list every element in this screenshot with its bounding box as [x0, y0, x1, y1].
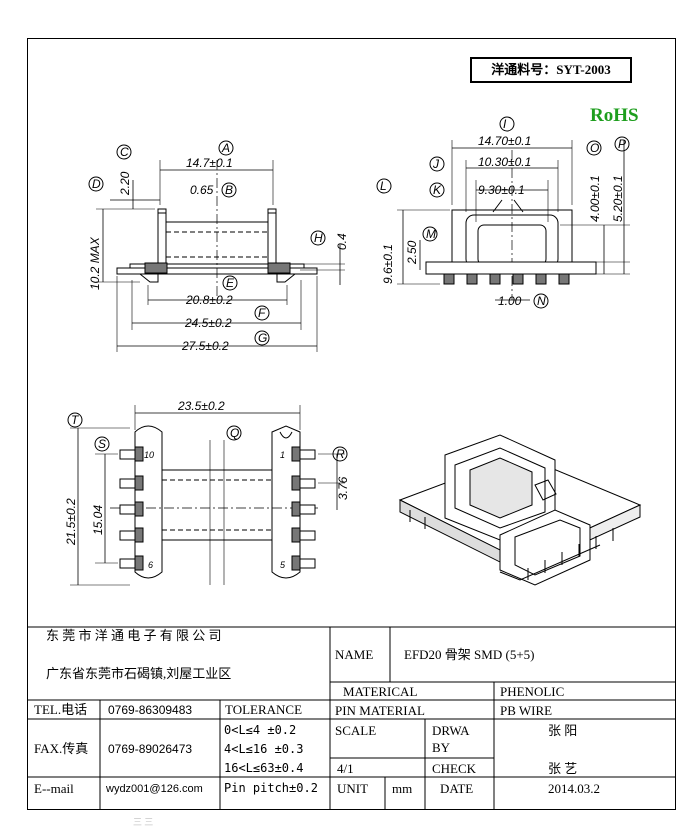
side-view	[376, 116, 630, 309]
tag-k: K	[433, 183, 442, 197]
tag-c: C	[120, 145, 129, 159]
unit-label: UNIT	[337, 781, 369, 796]
dim-s: 15.04	[91, 505, 105, 535]
dim-h: 0.4	[335, 233, 349, 250]
dim-d: 10.2 MAX	[88, 236, 102, 290]
tag-t: T	[71, 413, 80, 427]
tag-e: E	[226, 276, 235, 290]
dim-b: 0.65	[190, 183, 214, 197]
pin-label-10: 10	[144, 450, 154, 460]
dim-i: 14.70±0.1	[478, 134, 531, 148]
drawn-by-value: 张 阳	[548, 723, 578, 738]
pin-material-value: PB WIRE	[500, 703, 553, 718]
isometric-view	[398, 434, 642, 586]
fax-value: 0769-89026473	[108, 742, 193, 756]
dim-l: 9.6±0.1	[381, 244, 395, 284]
tel-label: TEL.电话	[34, 702, 88, 717]
pin-label-6: 6	[148, 560, 153, 570]
tag-j: J	[432, 157, 440, 171]
scale-value: 4/1	[337, 761, 354, 776]
tag-b: B	[225, 183, 233, 197]
dim-g2: 27.5±0.2	[181, 339, 229, 353]
tolerance-pin-pitch: Pin pitch±0.2	[224, 781, 318, 795]
tolerance-label: TOLERANCE	[225, 702, 303, 717]
dim-q: 23.5±0.2	[177, 399, 225, 413]
company-name: 东 莞 市 洋 通 电 子 有 限 公 司	[46, 628, 222, 643]
drawn-by-label-2: BY	[432, 740, 451, 755]
fax-label: FAX.传真	[34, 741, 89, 756]
email-label: E--mail	[34, 781, 74, 796]
name-label: NAME	[335, 647, 374, 662]
name-value: EFD20 骨架 SMD (5+5)	[404, 647, 535, 662]
tag-a: A	[221, 141, 230, 155]
dim-n: 1.00	[498, 294, 522, 308]
dim-k: 9.30±0.1	[478, 183, 525, 197]
tel-value: 0769-86309483	[108, 703, 193, 717]
dim-t: 21.5±0.2	[64, 498, 78, 546]
rohs-mark: RoHS	[590, 105, 639, 126]
dim-p: 5.20±0.1	[611, 175, 625, 222]
dim-m: 2.50	[405, 240, 419, 265]
tag-f: F	[258, 306, 266, 320]
email-value: wydz001@126.com	[106, 783, 203, 795]
tag-i: I	[503, 117, 507, 131]
footer-mark: 三 三	[133, 817, 154, 827]
tag-m: M	[426, 227, 436, 241]
pin-label-5: 5	[280, 560, 286, 570]
check-label: CHECK	[432, 761, 477, 776]
tag-l: L	[380, 179, 387, 193]
tag-o: O	[590, 141, 599, 155]
pin-material-label: PIN MATERIAL	[335, 703, 425, 718]
company-address: 广东省东莞市石碣镇,刘屋工业区	[46, 666, 232, 681]
tag-s: S	[98, 437, 106, 451]
dim-c: 2.20	[118, 171, 132, 196]
material-label: MATERICAL	[343, 684, 418, 699]
part-number-box: 洋通料号：SYT-2003	[470, 57, 632, 83]
tag-d: D	[92, 177, 101, 191]
tag-h: H	[314, 231, 323, 245]
dim-g1: 24.5±0.2	[184, 316, 232, 330]
drawn-by-label-1: DRWA	[432, 723, 470, 738]
unit-value: mm	[392, 781, 413, 796]
tag-g: G	[258, 331, 267, 345]
drawing-frame	[27, 38, 676, 810]
dim-o: 4.00±0.1	[588, 175, 602, 222]
tag-p: P	[618, 137, 626, 151]
dim-a: 14.7±0.1	[186, 156, 233, 170]
front-view	[88, 140, 345, 352]
tolerance-row-3: 16<L≤63±0.4	[224, 761, 304, 775]
scale-label: SCALE	[335, 723, 377, 738]
tolerance-row-1: 0<L≤4 ±0.2	[224, 723, 297, 737]
date-value: 2014.03.2	[548, 781, 600, 796]
pin-label-1: 1	[280, 450, 285, 460]
check-value: 张 艺	[548, 761, 578, 776]
tag-q: Q	[230, 426, 239, 440]
tag-n: N	[537, 294, 546, 308]
dim-j: 10.30±0.1	[478, 155, 531, 169]
dim-r: 3.76	[336, 476, 350, 500]
date-label: DATE	[440, 781, 474, 796]
tag-r: R	[336, 447, 345, 461]
bottom-view	[67, 405, 348, 586]
tolerance-row-2: 4<L≤16 ±0.3	[224, 742, 304, 756]
dim-f: 20.8±0.2	[185, 293, 233, 307]
material-value: PHENOLIC	[500, 684, 565, 699]
